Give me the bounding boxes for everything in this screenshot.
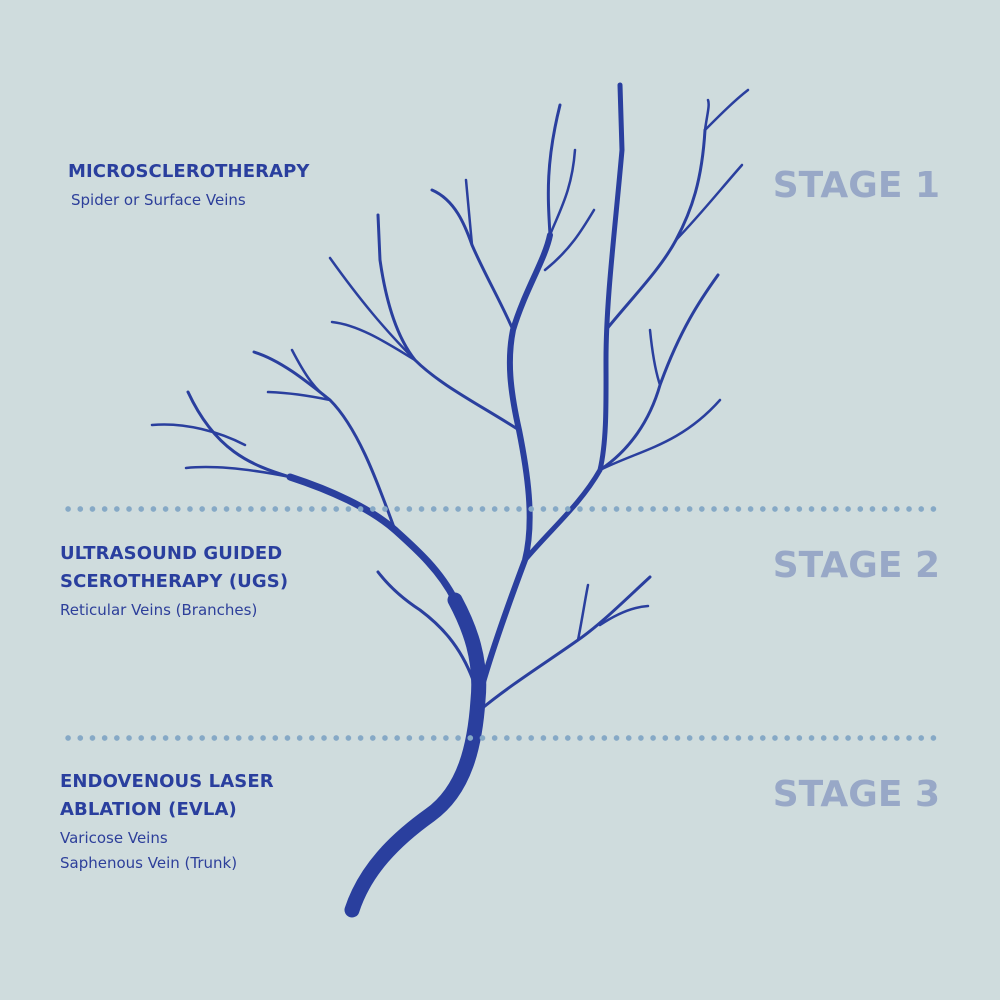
stage-3-title-line-2: ABLATION (EVLA) [60,799,237,820]
vein-trunk-upper [286,473,459,604]
vein-trunk [344,592,487,918]
stage-3-description-line-2: Saphenous Vein (Trunk) [60,854,238,872]
stage-1-title: MICROSCLEROTHERAPY [68,161,310,182]
vein-lower-left-branch [376,570,475,682]
stage-2-description: Reticular Veins (Branches) [60,601,258,619]
stage-3-title-line-1: ENDOVENOUS LASER [60,771,274,792]
vein-lower-right-branch [478,575,652,712]
stage-divider-2 [62,735,940,741]
vein-main-branch [475,232,553,703]
stage-3-label: STAGE 3 [772,774,940,815]
stage-2-label: STAGE 2 [772,545,940,586]
stage-2-title-line-2: SCEROTHERAPY (UGS) [60,571,289,592]
stage-1-label: STAGE 1 [772,165,940,206]
stage-2-title-line-1: ULTRASOUND GUIDED [60,543,283,564]
stage-3-description-line-1: Varicose Veins [60,829,168,847]
stage-divider-1 [62,506,940,512]
stage-1-description: Spider or Surface Veins [71,191,246,209]
